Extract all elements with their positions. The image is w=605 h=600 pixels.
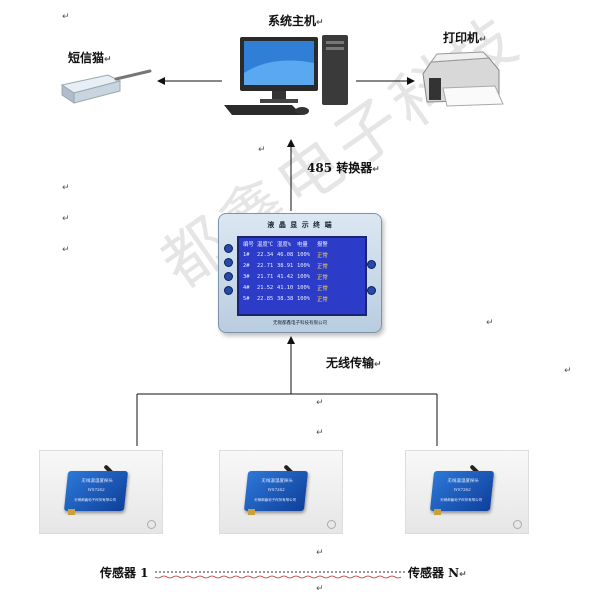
lcd-title: 液 晶 显 示 终 端 — [267, 220, 333, 229]
paragraph-mark: ↵ — [486, 318, 494, 328]
paragraph-mark: ↵ — [564, 366, 572, 376]
paragraph-mark: ↵ — [62, 214, 70, 224]
lcd-header-row: 编号 温度℃ 湿度% 电量 报警 — [243, 241, 328, 248]
paragraph-mark: ↵ — [316, 398, 324, 408]
sensor-body: 无线温湿度探头 WS7262 无锡都鑫电子科技有限公司 — [243, 471, 309, 511]
sensor-body: 无线温湿度探头 WS7262 无锡都鑫电子科技有限公司 — [429, 471, 495, 511]
sensor-device: 无线温湿度探头 WS7262 无锡都鑫电子科技有限公司 — [405, 450, 529, 534]
host-label: 系统主机↵ — [268, 14, 324, 28]
connector-icon — [248, 509, 255, 515]
computer-icon — [224, 35, 348, 115]
wireless-label: 无线传输↵ — [326, 356, 382, 370]
connector-icon — [68, 509, 75, 515]
lcd-button — [224, 244, 233, 253]
converter-label: 485 转换器↵ — [307, 161, 380, 175]
zoom-icon — [327, 520, 336, 529]
paragraph-mark: ↵ — [316, 428, 324, 438]
paragraph-mark: ↵ — [258, 145, 266, 155]
connector-icon — [434, 509, 441, 515]
paragraph-mark: ↵ — [316, 548, 324, 558]
printer-icon — [422, 51, 504, 107]
paragraph-mark: ↵ — [62, 12, 70, 22]
paragraph-mark: ↵ — [62, 245, 70, 255]
zoom-icon — [147, 520, 156, 529]
printer-label: 打印机↵ — [443, 31, 487, 45]
lcd-button — [224, 272, 233, 281]
lcd-button — [367, 286, 376, 295]
paragraph-mark: ↵ — [316, 584, 324, 594]
lcd-footer: 无锡都鑫电子科技有限公司 — [273, 321, 327, 326]
sms-label: 短信猫↵ — [68, 51, 112, 65]
sensor-device: 无线温湿度探头 WS7262 无锡都鑫电子科技有限公司 — [39, 450, 163, 534]
paragraph-mark: ↵ — [62, 183, 70, 193]
sensor-body: 无线温湿度探头 WS7262 无锡都鑫电子科技有限公司 — [63, 471, 129, 511]
zoom-icon — [513, 520, 522, 529]
lcd-button — [367, 260, 376, 269]
sensor-device: 无线温湿度探头 WS7262 无锡都鑫电子科技有限公司 — [219, 450, 343, 534]
spellcheck-underline — [154, 575, 402, 579]
sensor-last-label: 传感器 N↵ — [408, 566, 467, 580]
lcd-button — [224, 286, 233, 295]
sms-modem-icon — [60, 69, 152, 104]
sensor-first-label: 传感器 1 — [100, 566, 149, 580]
lcd-button — [224, 258, 233, 267]
